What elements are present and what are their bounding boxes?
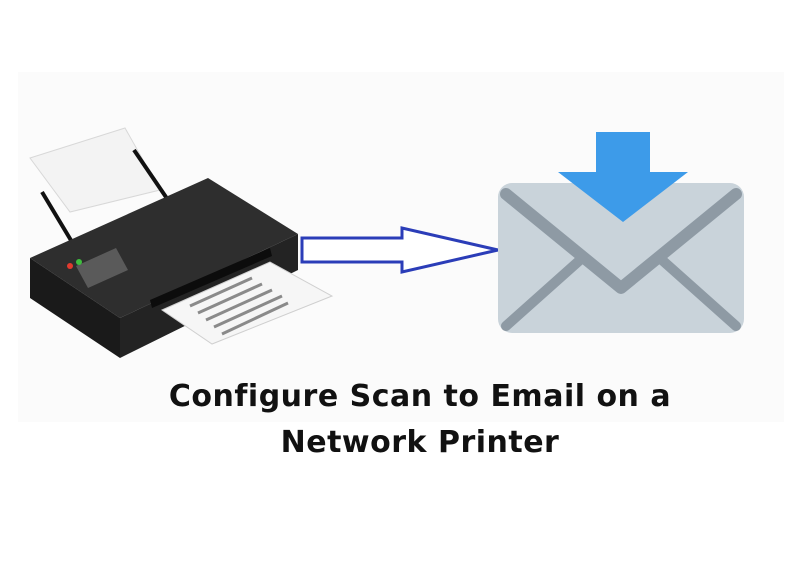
- arrow-right-icon: [300, 226, 499, 274]
- email-download-icon: [498, 132, 744, 333]
- printer-icon: [29, 127, 334, 358]
- printer-output-slot: [150, 248, 272, 308]
- title-line-1: Configure Scan to Email on a: [168, 379, 672, 414]
- envelope-fold-left: [501, 255, 585, 331]
- envelope-flap: [500, 188, 742, 294]
- envelope-body: [498, 183, 744, 333]
- status-light-green: [76, 259, 82, 265]
- paper-support-left: [40, 190, 74, 244]
- paper-support-right: [132, 148, 170, 202]
- download-arrow-icon: [558, 132, 688, 222]
- paper-text-lines: [189, 276, 289, 336]
- status-light-red: [67, 263, 73, 269]
- envelope-fold-right: [657, 255, 741, 331]
- printer-control-panel: [76, 248, 128, 288]
- printer-side: [30, 258, 120, 358]
- title-line-2: Network Printer: [280, 425, 560, 460]
